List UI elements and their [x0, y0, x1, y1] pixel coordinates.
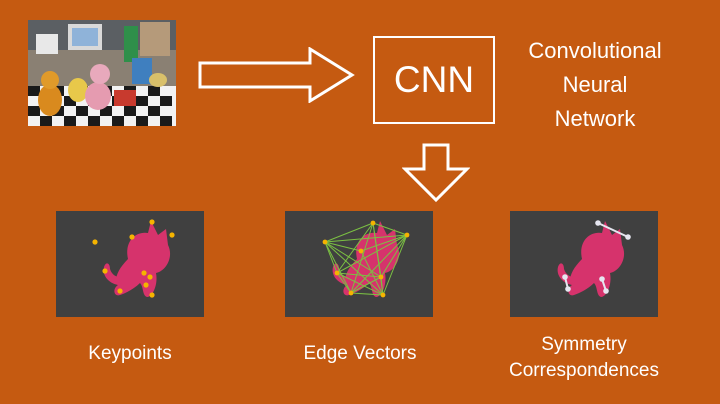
edge-vectors-caption: Edge Vectors [260, 341, 460, 367]
cnn-description: Convolutional Neural Network [520, 34, 670, 136]
input-photo-scene [28, 20, 176, 126]
symmetry-caption: Symmetry Correspondences [484, 332, 684, 384]
symmetry-cat-figure [557, 220, 631, 297]
keypoints-cat-figure [92, 219, 175, 298]
caption-line: Keypoints [88, 343, 172, 364]
edge-vectors-cat-figure [322, 220, 410, 298]
keypoints-caption: Keypoints [56, 341, 204, 367]
cnn-label: CNN [393, 59, 475, 100]
caption-line: Symmetry [541, 334, 627, 355]
cnn-description-line: Convolutional [528, 38, 662, 63]
keypoints-panel [56, 211, 204, 317]
cnn-description-line: Neural [562, 72, 628, 97]
input-photo [28, 20, 176, 126]
cnn-description-line: Network [554, 106, 636, 131]
right-arrow-icon [198, 47, 355, 103]
cnn-box: CNN [373, 36, 495, 124]
edge-vectors-panel [285, 211, 433, 317]
symmetry-panel [510, 211, 658, 317]
down-arrow-icon [402, 143, 470, 203]
caption-line: Edge Vectors [303, 343, 417, 364]
caption-line: Correspondences [509, 360, 659, 381]
